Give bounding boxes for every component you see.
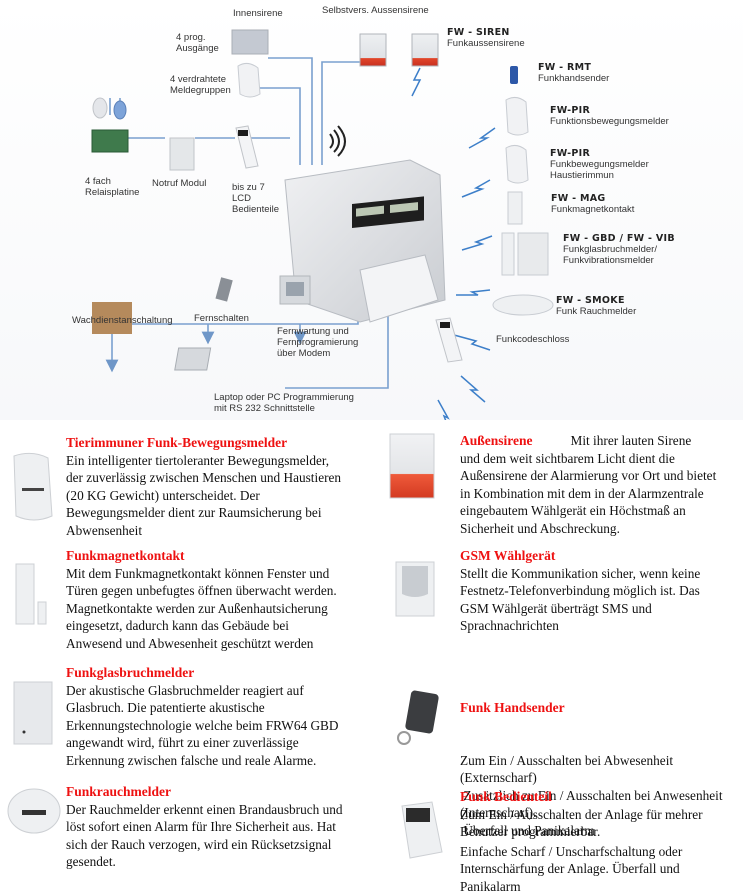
wireless-device-1: FW - RMT Funkhandsender xyxy=(538,62,610,84)
pir-thumbnail xyxy=(13,452,53,521)
wireless-links xyxy=(411,67,496,420)
label-aussensirene: Selbstvers. Aussensirene xyxy=(322,5,429,16)
pir-fw-pir xyxy=(505,96,529,136)
product-pet-pir: Tierimmuner Funk-Bewegungsmelder Ein int… xyxy=(66,434,386,539)
wireless-device-5: FW - GBD / FW - VIB Funkglasbruchmelder/… xyxy=(563,233,675,266)
diagram-graphics xyxy=(91,29,554,420)
product-title: Tierimmuner Funk-Bewegungsmelder xyxy=(66,435,288,450)
outdoor-siren-thumbnail xyxy=(389,433,435,499)
relay-board xyxy=(91,129,129,153)
product-bedienteil: Funk Bedienteil Zum Ein / Ausschalten de… xyxy=(460,788,743,895)
lcd-keypad xyxy=(235,125,259,169)
guard-service-photo xyxy=(92,302,132,334)
vibration xyxy=(517,232,549,276)
product-title: Funk Bedienteil xyxy=(460,789,552,804)
product-smoke: Funkrauchmelder Der Rauchmelder erkennt … xyxy=(66,783,386,871)
pir-pet-immune xyxy=(505,144,529,184)
product-title: Außensirene xyxy=(460,433,533,448)
product-title: GSM Wählgerät xyxy=(460,548,556,563)
self-powered-siren xyxy=(359,33,387,67)
remote-phone xyxy=(215,277,233,302)
alarm-control-panel xyxy=(284,159,446,323)
wireless-device-6: FW - SMOKE Funk Rauchmelder xyxy=(556,295,637,317)
antenna-waves-icon xyxy=(329,125,346,157)
gsm-dialer-thumbnail xyxy=(395,561,435,617)
label-prog-outputs: 4 prog.Ausgänge xyxy=(176,32,219,54)
product-title: Funkmagnetkontakt xyxy=(66,548,185,563)
glassbreak xyxy=(501,232,515,276)
code-lock xyxy=(435,317,463,363)
indoor-siren xyxy=(231,29,269,55)
wireless-device-3: FW-PIR Funkbewegungsmelder Haustierimmun xyxy=(550,148,649,181)
wireless-device-4: FW - MAG Funkmagnetkontakt xyxy=(551,193,635,215)
magnet-contact-thumbnail xyxy=(15,563,47,625)
product-title: Funk Handsender xyxy=(460,700,565,715)
product-title: Funkglasbruchmelder xyxy=(66,665,195,680)
label-wachdienst: Wachdienstanschaltung xyxy=(72,315,173,326)
notruf-module xyxy=(169,137,195,171)
label-innensirene: Innensirene xyxy=(233,8,283,19)
label-codeschloss: Funkcodeschloss xyxy=(496,334,570,345)
product-glassbreak: Funkglasbruchmelder Der akustische Glasb… xyxy=(66,664,386,769)
smoke-detector xyxy=(492,294,554,316)
product-magnet-contact: Funkmagnetkontakt Mit dem Funkmagnetkont… xyxy=(66,547,386,652)
remote-thumbnail xyxy=(397,690,439,745)
laptop xyxy=(174,347,212,371)
system-diagram: Innensirene Selbstvers. Aussensirene 4 p… xyxy=(0,0,743,420)
smoke-detector-thumbnail xyxy=(7,788,61,834)
label-fernschalten: Fernschalten xyxy=(194,313,249,324)
label-notruf: Notruf Modul xyxy=(152,178,207,189)
wireless-device-2: FW-PIR Funktionsbewegungsmelder xyxy=(550,105,669,127)
product-handsender: Funk Handsender Zum Ein / Ausschalten be… xyxy=(460,664,743,857)
product-title: Funkrauchmelder xyxy=(66,784,172,799)
wired-pir xyxy=(237,62,261,98)
remote-fw-rmt xyxy=(510,66,518,84)
product-gsm: GSM Wählgerät Stellt die Kommunikation s… xyxy=(460,547,743,635)
wireless-device-0: FW - SIREN Funkaussensirene xyxy=(447,27,525,49)
magnet-contact xyxy=(507,191,523,225)
wireless-siren xyxy=(411,33,439,67)
keypad-thumbnail xyxy=(401,801,443,859)
glassbreak-thumbnail xyxy=(13,681,53,745)
